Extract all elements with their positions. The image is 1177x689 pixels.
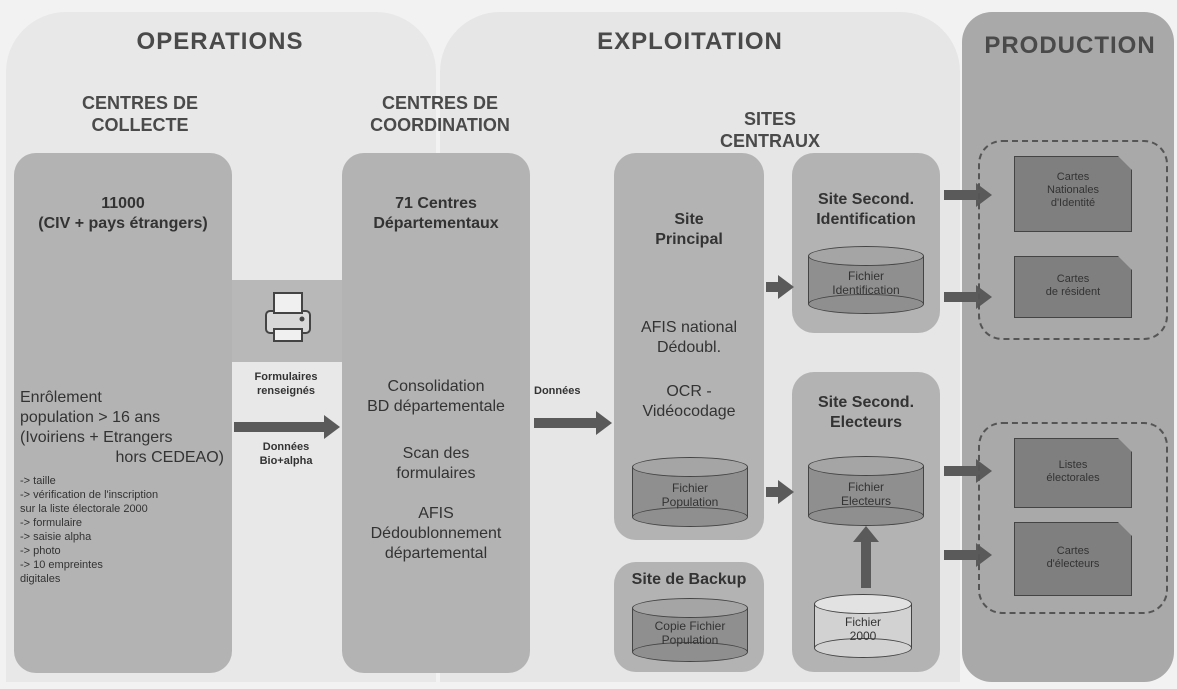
collecte-steps: -> taille -> vérification de l'inscripti…	[20, 475, 159, 585]
ocr-videocodage: OCR - Vidéocodage	[642, 383, 736, 420]
coordination-block	[342, 153, 530, 673]
printer-icon	[265, 292, 311, 342]
db-electeurs: Fichier Electeurs	[808, 456, 924, 526]
arrow-fichier2000-electeurs	[853, 526, 879, 588]
arrow-prod-2	[944, 285, 992, 309]
arrow-prod-3	[944, 459, 992, 483]
coordination-head: 71 Centres Départementaux	[373, 195, 499, 232]
db-identification: Fichier Identification	[808, 246, 924, 314]
production-title: PRODUCTION	[984, 32, 1156, 59]
label-donnees: Données	[534, 385, 581, 397]
operations-title: OPERATIONS	[136, 28, 304, 55]
arrow-principal-ident	[766, 275, 794, 299]
site-ident-title: Site Second. Identification	[816, 191, 916, 228]
doc-listes: Listes électorales	[1014, 438, 1132, 508]
arrow-prod-1	[944, 183, 992, 207]
arrow-coordination-sites	[534, 411, 612, 435]
enrolement-text: Enrôlement population > 16 ans (Ivoirien…	[20, 389, 224, 466]
doc-cni: Cartes Nationales d'Identité	[1014, 156, 1132, 232]
collecte-block	[14, 153, 232, 673]
doc-resident: Cartes de résident	[1014, 256, 1132, 318]
task-scan: Scan des formulaires	[396, 445, 476, 482]
site-backup-title: Site de Backup	[631, 571, 747, 588]
collecte-count: 11000 (CIV + pays étrangers)	[38, 195, 208, 232]
site-elect-title: Site Second. Electeurs	[817, 394, 915, 431]
production-group-identity	[978, 140, 1168, 340]
db-backup: Copie Fichier Population	[632, 598, 748, 662]
centraux-title: SITES CENTRAUX	[719, 109, 820, 151]
label-formulaires: Formulaires renseignés	[254, 371, 318, 397]
exploitation-title: EXPLOITATION	[597, 28, 783, 55]
task-afis: AFIS Dédoublonnement départemental	[370, 505, 502, 562]
arrow-collecte-coordination	[234, 415, 340, 439]
db-fichier-2000: Fichier 2000	[814, 594, 912, 658]
site-principal-title: Site Principal	[655, 211, 723, 248]
collecte-title: CENTRES DE COLLECTE	[81, 93, 198, 135]
doc-electeurs: Cartes d'électeurs	[1014, 522, 1132, 596]
arrow-principal-elect	[766, 480, 794, 504]
production-group-elections	[978, 422, 1168, 614]
afis-national: AFIS national Dédoubl.	[640, 319, 738, 356]
db-population: Fichier Population	[632, 457, 748, 527]
task-consolidation: Consolidation BD départementale	[367, 378, 505, 415]
coordination-title: CENTRES DE COORDINATION	[370, 93, 510, 135]
label-donnees-bio: Données Bio+alpha	[259, 441, 313, 467]
arrow-prod-4	[944, 543, 992, 567]
